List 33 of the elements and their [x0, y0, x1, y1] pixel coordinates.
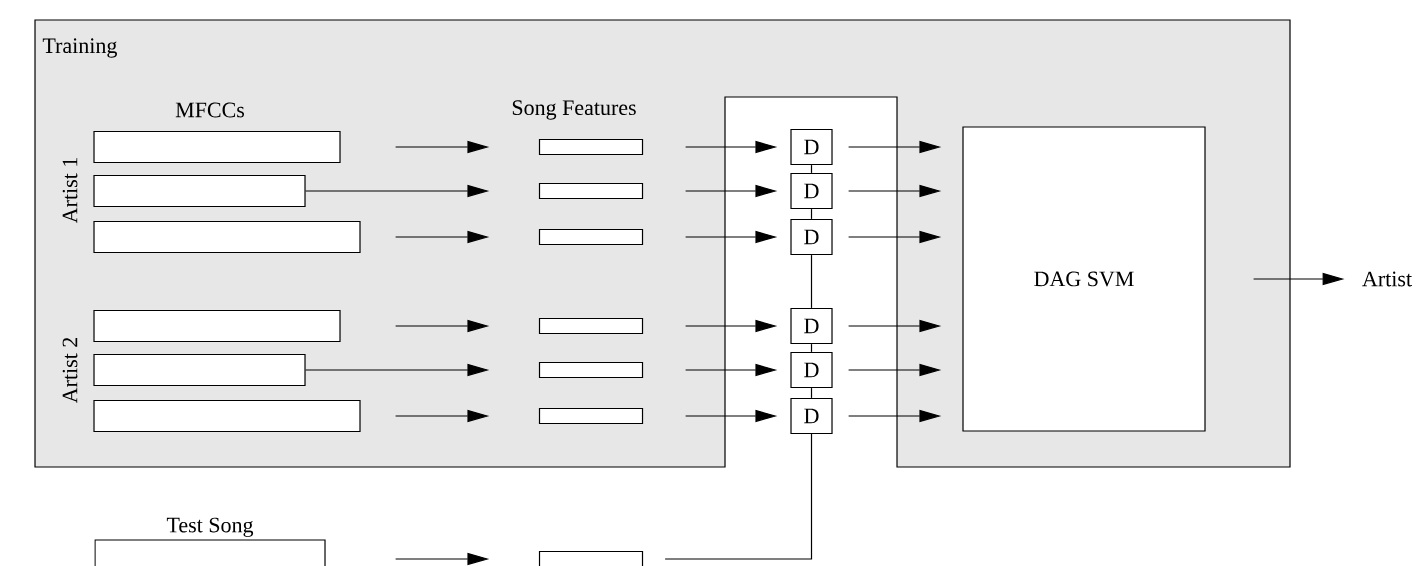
distance-box: D [790, 218, 833, 256]
feature-bar [538, 182, 644, 200]
feature-bar [538, 228, 644, 246]
feature-bar [93, 353, 306, 387]
feature-bar [538, 550, 644, 566]
connector-line [664, 433, 813, 560]
connector-line [810, 254, 813, 309]
feature-bar [93, 130, 341, 164]
distance-box: D [790, 397, 833, 435]
connector-line [810, 164, 813, 174]
column-heading: MFCCs [175, 102, 245, 118]
distance-box: D [790, 128, 833, 166]
column-heading: Song Features [512, 100, 636, 120]
feature-bar [93, 174, 306, 208]
feature-bar [93, 309, 341, 343]
feature-bar [538, 317, 644, 335]
row-label: Artist 2 [62, 337, 78, 404]
feature-bar [93, 220, 361, 254]
distance-box: D [790, 351, 833, 389]
distance-box: D [790, 307, 833, 345]
output-label: Artist [1362, 271, 1412, 287]
feature-bar [538, 138, 644, 156]
classifier-box: DAG SVM [962, 126, 1206, 432]
node-label: Test Song [166, 517, 254, 537]
distance-box: D [790, 172, 833, 210]
connector-line [810, 387, 813, 399]
row-label: Artist 1 [62, 158, 78, 224]
feature-bar [538, 361, 644, 379]
connector-line [810, 208, 813, 220]
feature-bar [538, 407, 644, 425]
input-box: Test Song [94, 517, 326, 566]
feature-bar [93, 399, 361, 433]
connector-line [810, 343, 813, 353]
